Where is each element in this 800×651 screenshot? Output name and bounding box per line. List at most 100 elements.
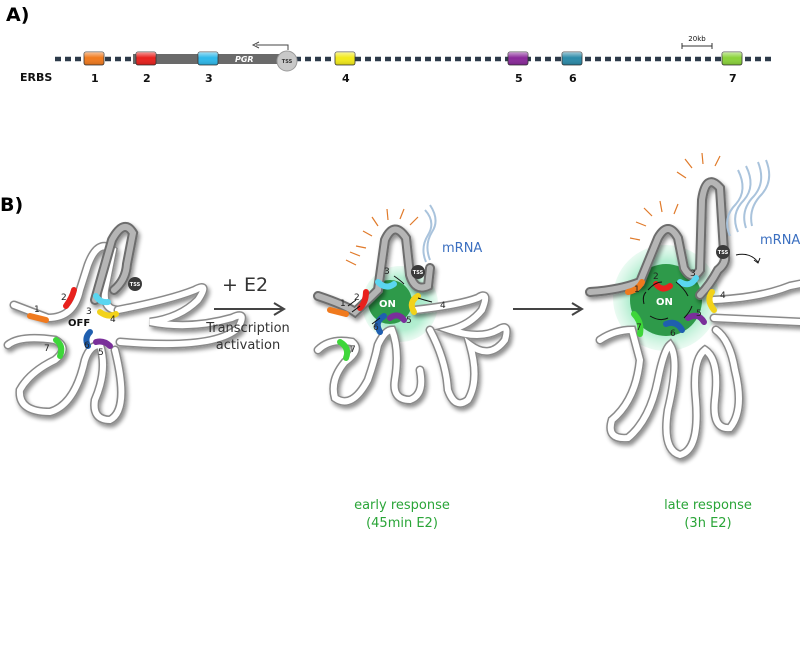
- erbs-number-7: 7: [729, 72, 737, 85]
- tss-label-off: TSS: [130, 282, 141, 288]
- late-number-1: 1: [634, 285, 640, 295]
- late-number-5: 5: [696, 309, 702, 319]
- erbs-site-2: 2: [135, 51, 157, 85]
- off-erbs-5: [93, 338, 113, 349]
- chromatin-late: [585, 152, 800, 460]
- erbs-number-1: 1: [91, 72, 99, 85]
- on-label-late: ON: [656, 297, 673, 308]
- late-erbs-5: [685, 312, 707, 325]
- early-erbs-1: [327, 307, 349, 317]
- late-rays: [629, 152, 721, 241]
- early-caption-line2: (45min E2): [366, 516, 438, 531]
- late-number-3: 3: [690, 269, 696, 279]
- scale-bar: 20kb: [681, 35, 713, 49]
- early-rays: [345, 208, 419, 266]
- late-erbs-2: [653, 281, 673, 292]
- transcription-line2: activation: [216, 338, 280, 353]
- late-number-6: 6: [670, 329, 676, 339]
- off-erbs-4: [97, 309, 119, 319]
- gene-name: PGR: [235, 55, 254, 64]
- mrna-label-late: mRNA: [760, 233, 800, 248]
- erbs-number-5: 5: [515, 72, 523, 85]
- late-erbs-3: [677, 275, 699, 288]
- off-number-3: 3: [86, 307, 92, 317]
- on-label-early: ON: [379, 299, 396, 310]
- off-number-5: 5: [98, 348, 104, 358]
- off-number-1: 1: [34, 305, 40, 315]
- early-number-2: 2: [354, 293, 360, 303]
- early-number-5: 5: [406, 316, 412, 326]
- off-number-7: 7: [44, 344, 50, 354]
- late-number-7: 7: [636, 323, 642, 333]
- mrna-label-early: mRNA: [442, 241, 482, 256]
- tss-marker: [276, 50, 298, 72]
- erbs-number-4: 4: [342, 72, 350, 85]
- scale-label: 20kb: [688, 35, 706, 43]
- erbs-number-2: 2: [143, 72, 151, 85]
- panel-a-label: A): [6, 4, 29, 26]
- early-mrna-strands: [422, 204, 437, 263]
- off-erbs-6: [83, 329, 93, 349]
- late-number-4: 4: [720, 291, 726, 301]
- late-loop-numbers: 1 2 3 4 5 6 7: [634, 269, 726, 339]
- erbs-site-7: 7: [721, 51, 743, 85]
- late-caption-line2: (3h E2): [684, 516, 731, 531]
- early-erbs-6: [374, 313, 387, 335]
- erbs-site-3: 3: [197, 51, 219, 85]
- erbs-label: ERBS: [20, 71, 52, 84]
- off-erbs-7: [53, 337, 65, 359]
- early-number-3: 3: [384, 267, 390, 277]
- early-erbs-segments: [327, 279, 421, 361]
- tss-early: [411, 265, 425, 279]
- late-erbs-4: [706, 289, 717, 313]
- late-erbs-1: [625, 279, 645, 295]
- off-erbs-2: [63, 287, 77, 309]
- transcription-line1: Transcription: [205, 321, 290, 336]
- erbs-site-4: 4: [334, 51, 356, 85]
- early-contact-arrows: [347, 275, 433, 325]
- early-erbs-2: [357, 289, 369, 311]
- early-loop-numbers: 12 3 4 5 6 7: [340, 267, 446, 355]
- tss-label-late: TSS: [718, 250, 729, 256]
- off-number-4: 4: [110, 315, 116, 325]
- erbs-number-3: 3: [205, 72, 213, 85]
- early-number-7: 7: [350, 345, 356, 355]
- off-number-6: 6: [84, 341, 90, 351]
- erbs-number-6: 6: [569, 72, 577, 85]
- late-erbs-6: [663, 319, 685, 333]
- off-label: OFF: [68, 318, 90, 329]
- off-erbs-3: [93, 293, 111, 306]
- arrow-1: [214, 302, 286, 316]
- tss-label-a: TSS: [282, 59, 293, 65]
- early-erbs-5: [387, 312, 407, 323]
- promoter-arrow: [256, 44, 289, 50]
- early-erbs-7: [337, 339, 351, 361]
- early-number-4: 4: [440, 301, 446, 311]
- off-number-2: 2: [61, 293, 67, 303]
- late-erbs-segments: [625, 275, 717, 337]
- tss-off: [128, 277, 142, 291]
- e2-label: + E2: [222, 274, 268, 296]
- late-erbs-7: [631, 311, 644, 337]
- erbs-sites: 1 2 3 4 5 6 7: [83, 51, 743, 85]
- early-erbs-3: [375, 279, 397, 290]
- early-caption-line1: early response: [354, 498, 450, 513]
- late-mrna-strands: [726, 159, 771, 237]
- tss-label-early: TSS: [413, 270, 424, 276]
- erbs-site-6: 6: [561, 51, 583, 85]
- off-erbs-1: [27, 313, 49, 323]
- late-contact-arrows: [642, 281, 693, 321]
- late-number-2: 2: [653, 272, 659, 282]
- early-number-6: 6: [373, 323, 379, 333]
- late-caption-line1: late response: [664, 498, 752, 513]
- early-erbs-4: [408, 293, 421, 315]
- off-erbs-segments: [27, 287, 119, 359]
- early-number-1: 1: [340, 299, 346, 309]
- tss-late: [716, 245, 730, 259]
- genome-track: PGR TSS: [55, 41, 775, 72]
- off-loop-numbers: 1 2 3 4 56 7: [34, 293, 116, 358]
- erbs-site-5: 5: [507, 51, 529, 85]
- panel-b-label: B): [0, 194, 23, 216]
- arrow-2: [513, 302, 584, 316]
